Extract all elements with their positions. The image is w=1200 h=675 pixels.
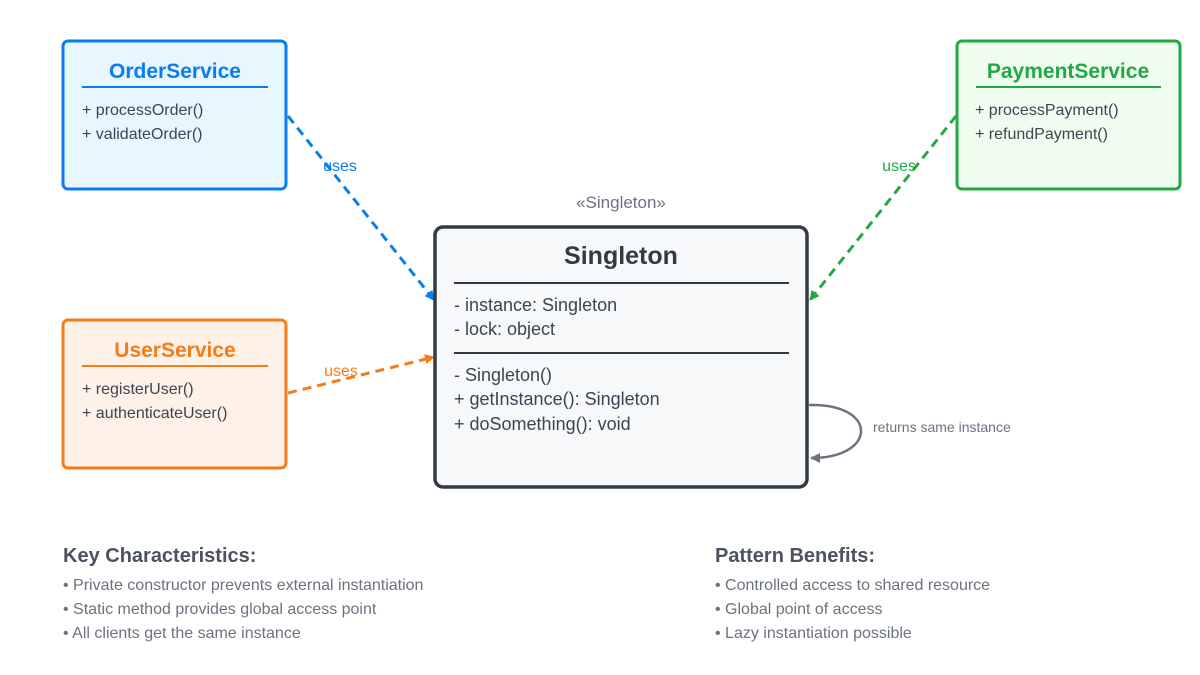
user-service-method: + authenticateUser(): [82, 405, 227, 422]
order-service-method: + processOrder(): [82, 102, 203, 119]
user-service-method: + registerUser(): [82, 381, 194, 398]
user-service-box: [61, 318, 288, 470]
order-service-title: OrderService: [109, 60, 241, 83]
payment-uses-label: uses: [882, 158, 916, 175]
singleton-attribute: - instance: Singleton: [454, 295, 617, 315]
key-characteristic-item: • Static method provides global access p…: [63, 601, 377, 618]
payment-service-title: PaymentService: [987, 60, 1149, 83]
pattern-benefits-section: Pattern Benefits: • Controlled access to…: [715, 545, 990, 642]
pattern-benefit-item: • Global point of access: [715, 601, 882, 618]
singleton-box: [433, 225, 809, 489]
pattern-benefits-title: Pattern Benefits:: [715, 545, 875, 567]
self-reference-label: returns same instance: [873, 419, 1011, 435]
key-characteristics-section: Key Characteristics: • Private construct…: [63, 545, 423, 642]
order-uses-relation: uses: [286, 115, 436, 301]
payment-service-method: + processPayment(): [975, 102, 1119, 119]
key-characteristics-title: Key Characteristics:: [63, 545, 256, 567]
user-uses-arrow: [287, 354, 435, 395]
class-payment-service[interactable]: PaymentService + processPayment() + refu…: [955, 39, 1182, 191]
key-characteristic-item: • All clients get the same instance: [63, 625, 301, 642]
payment-service-method: + refundPayment(): [975, 126, 1108, 143]
class-order-service[interactable]: OrderService + processOrder() + validate…: [61, 39, 288, 191]
order-service-box: [61, 39, 288, 191]
self-reference-relation: returns same instance: [808, 403, 1011, 463]
user-uses-label: uses: [324, 363, 358, 380]
payment-uses-relation: uses: [808, 115, 958, 301]
singleton-method: + doSomething(): void: [454, 414, 631, 434]
order-uses-label: uses: [323, 158, 357, 175]
singleton-attribute: - lock: object: [454, 319, 555, 339]
class-user-service[interactable]: UserService + registerUser() + authentic…: [61, 318, 288, 470]
user-service-title: UserService: [114, 339, 235, 362]
pattern-benefit-item: • Controlled access to shared resource: [715, 577, 990, 594]
singleton-method: + getInstance(): Singleton: [454, 389, 660, 409]
singleton-stereotype: «Singleton»: [576, 193, 666, 212]
self-reference-arrow: [808, 403, 863, 463]
order-uses-arrow: [286, 115, 436, 301]
singleton-title: Singleton: [564, 242, 678, 270]
order-service-method: + validateOrder(): [82, 126, 203, 143]
singleton-method: - Singleton(): [454, 365, 552, 385]
payment-service-box: [955, 39, 1182, 191]
key-characteristic-item: • Private constructor prevents external …: [63, 577, 423, 594]
user-uses-relation: uses: [287, 354, 435, 395]
payment-uses-arrow: [808, 115, 958, 301]
pattern-benefit-item: • Lazy instantiation possible: [715, 625, 912, 642]
class-singleton[interactable]: «Singleton» Singleton - instance: Single…: [433, 193, 809, 489]
